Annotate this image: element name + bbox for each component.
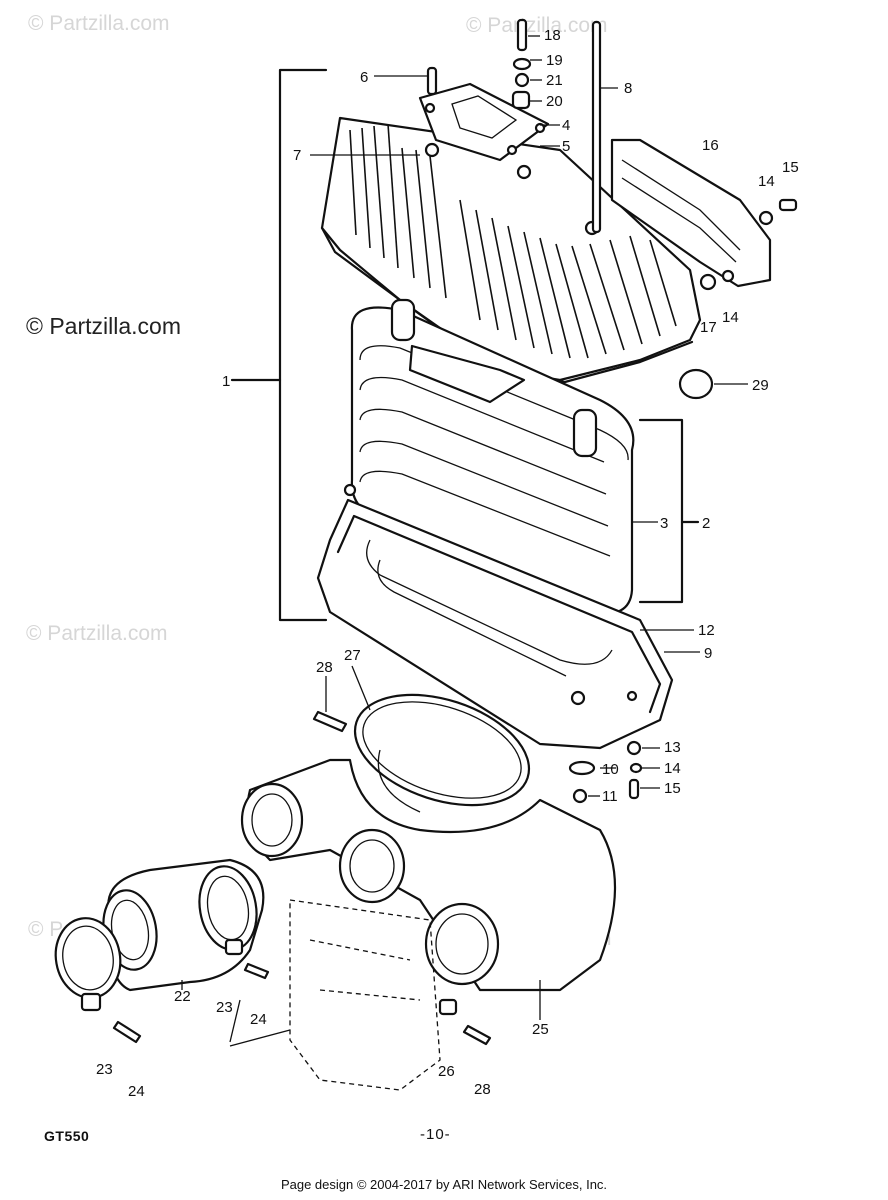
intake-duct <box>240 693 617 992</box>
stud-8 <box>591 20 602 234</box>
grommet-20 <box>511 90 531 110</box>
callout-3: 3 <box>660 515 668 532</box>
callout-13: 13 <box>664 739 681 756</box>
cover-fins <box>349 123 677 359</box>
watermark-top-center: © Partzilla.com <box>466 14 608 37</box>
duct-outlet-right <box>424 902 500 986</box>
callout-16: 16 <box>702 137 719 154</box>
connector-22 <box>54 858 265 1012</box>
callout-14c: 14 <box>664 760 681 777</box>
callout-8: 8 <box>624 80 632 97</box>
air-cleaner-base <box>316 483 674 750</box>
cover-plate <box>418 82 550 162</box>
callout-2: 2 <box>702 515 710 532</box>
callout-24a: 24 <box>250 1011 267 1028</box>
callout-6: 6 <box>360 69 368 86</box>
callout-23a: 23 <box>216 999 233 1016</box>
callout-25: 25 <box>532 1021 549 1038</box>
assembly-bracket-1 <box>230 68 328 622</box>
callout-23b: 23 <box>96 1061 113 1078</box>
callout-14b: 14 <box>722 309 739 326</box>
screws <box>112 710 492 1046</box>
nut-21 <box>514 72 530 88</box>
callout-29: 29 <box>752 377 769 394</box>
model-label: GT550 <box>44 1128 90 1144</box>
callout-7: 7 <box>293 147 301 164</box>
screw-28-top <box>312 710 348 733</box>
bolt-6 <box>426 66 438 96</box>
watermark-main: © Partzilla.com <box>26 313 181 339</box>
callout-9: 9 <box>704 645 712 662</box>
assembly-bracket-2 <box>638 418 700 604</box>
callout-26: 26 <box>438 1063 455 1080</box>
screw-24-left <box>112 1020 142 1044</box>
top-hardware <box>426 18 602 234</box>
base-hardware <box>568 740 643 804</box>
leader-lines <box>181 35 748 1047</box>
callout-11: 11 <box>602 788 618 805</box>
screw-28-bottom <box>462 1024 492 1046</box>
part-16-breather <box>610 138 798 291</box>
callout-21: 21 <box>546 72 563 89</box>
air-cleaner-cover <box>320 82 702 384</box>
carburetor-outline <box>289 899 441 1091</box>
callout-5: 5 <box>562 138 570 155</box>
grommet-29 <box>678 368 714 400</box>
bolt-18 <box>516 18 528 52</box>
page-footer: Page design © 2004-2017 by ARI Network S… <box>280 1177 608 1192</box>
watermark-mid-left: © Partzilla.com <box>26 622 168 645</box>
callout-15b: 15 <box>664 780 681 797</box>
callout-28b: 28 <box>474 1081 491 1098</box>
callout-17: 17 <box>700 319 717 336</box>
callout-24b: 24 <box>128 1083 145 1100</box>
page-number: -10- <box>420 1126 451 1143</box>
clamp-26 <box>438 998 458 1016</box>
callout-19: 19 <box>546 52 563 69</box>
callout-27: 27 <box>344 647 361 664</box>
callout-14a: 14 <box>758 173 775 190</box>
callout-labels: 6 7 18 19 21 20 4 5 8 16 14 15 17 14 1 2… <box>96 27 799 1100</box>
callout-20: 20 <box>546 93 563 110</box>
callout-10: 10 <box>602 761 619 778</box>
watermark-top-left: © Partzilla.com <box>28 12 170 35</box>
callout-12: 12 <box>698 622 715 639</box>
callout-22: 22 <box>174 988 191 1005</box>
screw-24-right <box>243 962 270 980</box>
washer-19 <box>512 57 532 71</box>
callout-28a: 28 <box>316 659 333 676</box>
callout-15a: 15 <box>782 159 799 176</box>
element-bracket <box>408 344 526 404</box>
callout-18: 18 <box>544 27 561 44</box>
duct-outlet-left <box>240 782 304 858</box>
callout-4: 4 <box>562 117 570 134</box>
callout-1: 1 <box>222 373 230 390</box>
